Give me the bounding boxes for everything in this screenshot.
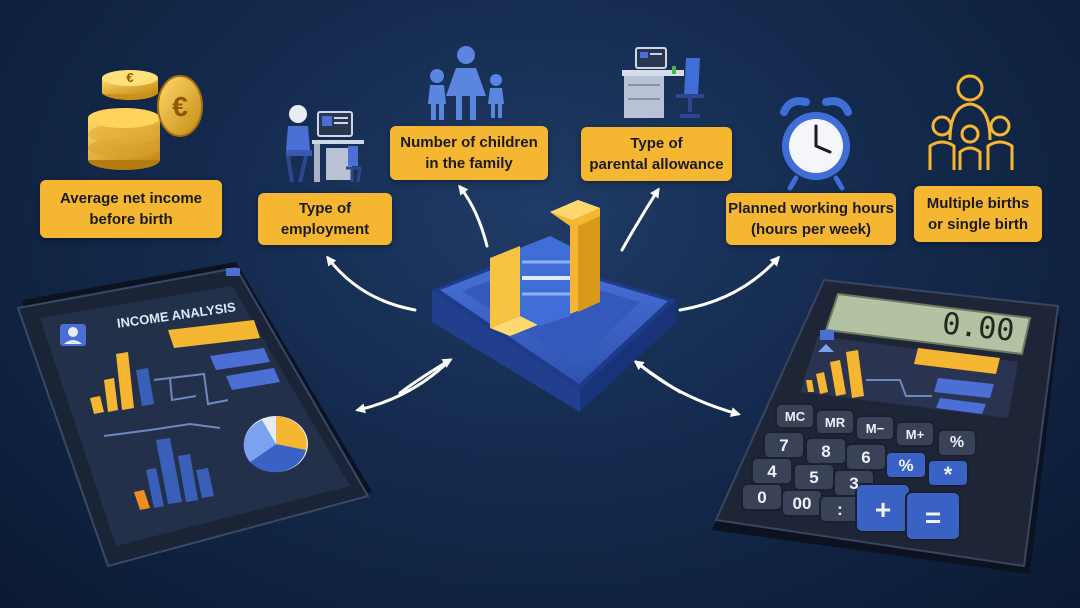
arrow-to-tablet	[355, 360, 450, 414]
label-average-net-income: Average net income before birth	[40, 180, 222, 238]
key-eight[interactable]: 8	[821, 442, 831, 461]
workstation-icon	[622, 47, 704, 118]
tablet-device	[16, 262, 372, 568]
key-plus[interactable]: +	[874, 494, 892, 525]
key-double-zero[interactable]: 00	[792, 494, 812, 513]
key-seven[interactable]: 7	[779, 436, 789, 455]
svg-text:€: €	[126, 70, 133, 85]
label-line: Type of	[298, 200, 352, 217]
office-worker-icon	[286, 105, 364, 183]
pie-chart-icon	[243, 416, 308, 473]
calculator-keys	[741, 403, 977, 541]
calculator-device	[712, 278, 1060, 574]
label-planned-working-hours: Planned working hours (hours per week)	[726, 193, 896, 245]
label-line: parental allowance	[589, 156, 724, 173]
svg-text:€: €	[172, 91, 188, 122]
key-zero[interactable]: 0	[757, 488, 767, 507]
label-type-of-parental-allowance: Type of parental allowance	[581, 127, 732, 181]
label-line: Multiple births	[926, 195, 1030, 212]
arrow-to-tablet-back	[398, 358, 453, 395]
key-dot[interactable]: :	[837, 500, 843, 519]
arrow-to-children	[458, 184, 489, 248]
label-multiple-or-single-birth: Multiple births or single birth	[914, 186, 1042, 242]
key-percent-top[interactable]: %	[949, 434, 965, 451]
family-icon	[428, 46, 504, 120]
multiple-births-icon	[928, 74, 1014, 170]
key-percent[interactable]: %	[898, 456, 914, 475]
arrow-to-allowance	[620, 187, 660, 252]
key-m-plus[interactable]: M+	[905, 427, 925, 442]
label-type-of-employment: Type of employment	[258, 193, 392, 245]
euro-coins-icon: € €	[88, 70, 203, 170]
key-multiply[interactable]: *	[943, 462, 953, 487]
connector-arrows	[326, 184, 781, 417]
label-line: or single birth	[927, 216, 1028, 233]
arrow-to-working-hours	[678, 255, 781, 312]
key-three[interactable]: 3	[849, 474, 859, 493]
label-line: in the family	[425, 155, 513, 172]
key-m-minus[interactable]: M−	[865, 421, 885, 436]
arrow-to-calculator	[638, 363, 741, 417]
key-five[interactable]: 5	[809, 468, 819, 487]
alarm-clock-icon	[780, 97, 852, 191]
label-number-of-children: Number of children in the family	[390, 126, 548, 180]
label-line: Number of children	[400, 134, 538, 151]
label-line: Average net income	[60, 190, 202, 207]
key-equals[interactable]: =	[924, 502, 942, 533]
arrow-to-hub-back	[633, 360, 682, 394]
central-hub-platform	[432, 200, 676, 412]
label-line: Type of	[630, 135, 683, 152]
label-line: Planned working hours	[728, 200, 894, 217]
key-six[interactable]: 6	[861, 448, 871, 467]
key-four[interactable]: 4	[767, 462, 777, 481]
key-mr[interactable]: MR	[824, 415, 846, 430]
arrow-to-employment	[326, 255, 417, 312]
key-mc[interactable]: MC	[784, 409, 806, 424]
label-line: before birth	[89, 211, 173, 228]
label-line: (hours per week)	[750, 221, 872, 238]
label-line: employment	[280, 221, 370, 238]
